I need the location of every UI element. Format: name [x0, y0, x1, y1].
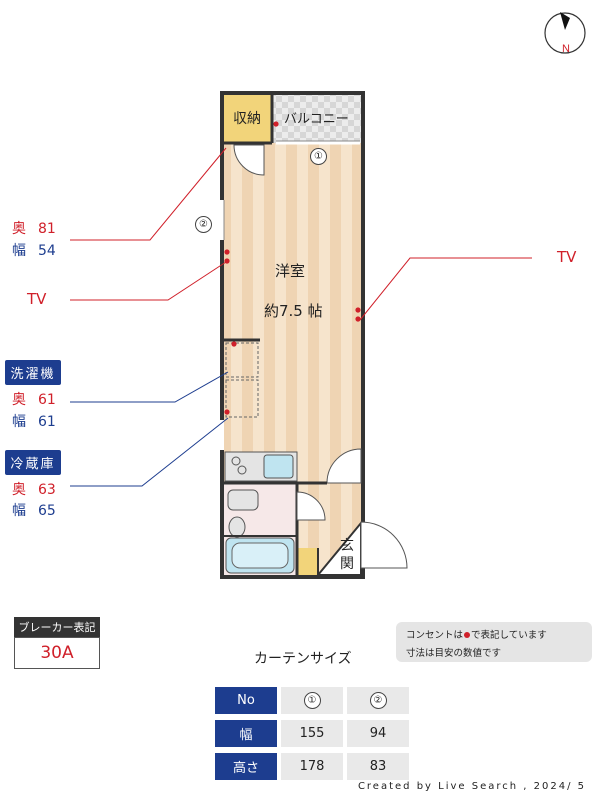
breaker-box: ブレーカー表記 30A	[14, 617, 100, 669]
depth-label: 奥	[12, 221, 26, 237]
washer-width-value: 61	[38, 414, 56, 430]
header-height: 高さ	[215, 753, 277, 780]
compass: N	[544, 12, 586, 55]
western-room-floor	[224, 143, 361, 483]
room-size: 約7.5 帖	[264, 302, 323, 320]
header-width: 幅	[215, 720, 277, 747]
table-row: 高さ 178 83	[215, 753, 409, 780]
outlet-markers	[224, 121, 361, 415]
breaker-value: 30A	[14, 637, 100, 669]
curtain-size-title: カーテンサイズ	[254, 651, 352, 667]
entrance-label-1: 玄	[340, 538, 354, 554]
header-no: No	[215, 687, 277, 714]
entrance-label-2: 関	[340, 556, 354, 572]
storage-area	[224, 95, 272, 143]
curtain-height-2: 83	[347, 753, 409, 780]
window-marker-1: ①	[310, 148, 327, 165]
window-marker-2: ②	[195, 216, 212, 233]
window2-depth-value: 81	[38, 221, 56, 237]
balcony-label: バルコニー	[284, 112, 349, 127]
entry-step	[297, 548, 317, 575]
window2-depth-row: 奥 81	[12, 218, 56, 238]
storage-label: 収納	[233, 111, 261, 127]
curtain-col-1: ①	[303, 692, 321, 709]
compass-north-label: N	[562, 43, 570, 55]
table-row: 幅 155 94	[215, 720, 409, 747]
outlet-note: コンセントはで表記しています 寸法は目安の数値です	[396, 622, 592, 662]
outlet-dot-icon	[464, 632, 471, 638]
fridge-width-value: 65	[38, 503, 56, 519]
table-row: No ① ②	[215, 687, 409, 714]
window2-width-row: 幅 54	[12, 240, 56, 260]
balcony-area	[273, 95, 361, 143]
room-name: 洋室	[275, 262, 306, 280]
tv-right-label: TV	[557, 248, 577, 266]
curtain-width-2: 94	[347, 720, 409, 747]
breaker-title: ブレーカー表記	[14, 617, 100, 637]
credit-text: Created by Live Search , 2024/ 5	[357, 781, 586, 792]
washer-depth-value: 61	[38, 392, 56, 408]
fridge-title: 冷蔵庫	[5, 450, 61, 475]
fridge-depth-value: 63	[38, 482, 56, 498]
curtain-width-1: 155	[281, 720, 343, 747]
window2-width-value: 54	[38, 243, 56, 259]
width-label: 幅	[12, 243, 26, 259]
outer-wall	[220, 91, 365, 579]
tv-left-label: TV	[27, 290, 47, 308]
curtain-col-2: ②	[369, 692, 387, 709]
curtain-height-1: 178	[281, 753, 343, 780]
curtain-size-table: No ① ② 幅 155 94 高さ 178 83	[211, 681, 413, 786]
washer-title: 洗濯機	[5, 360, 61, 385]
